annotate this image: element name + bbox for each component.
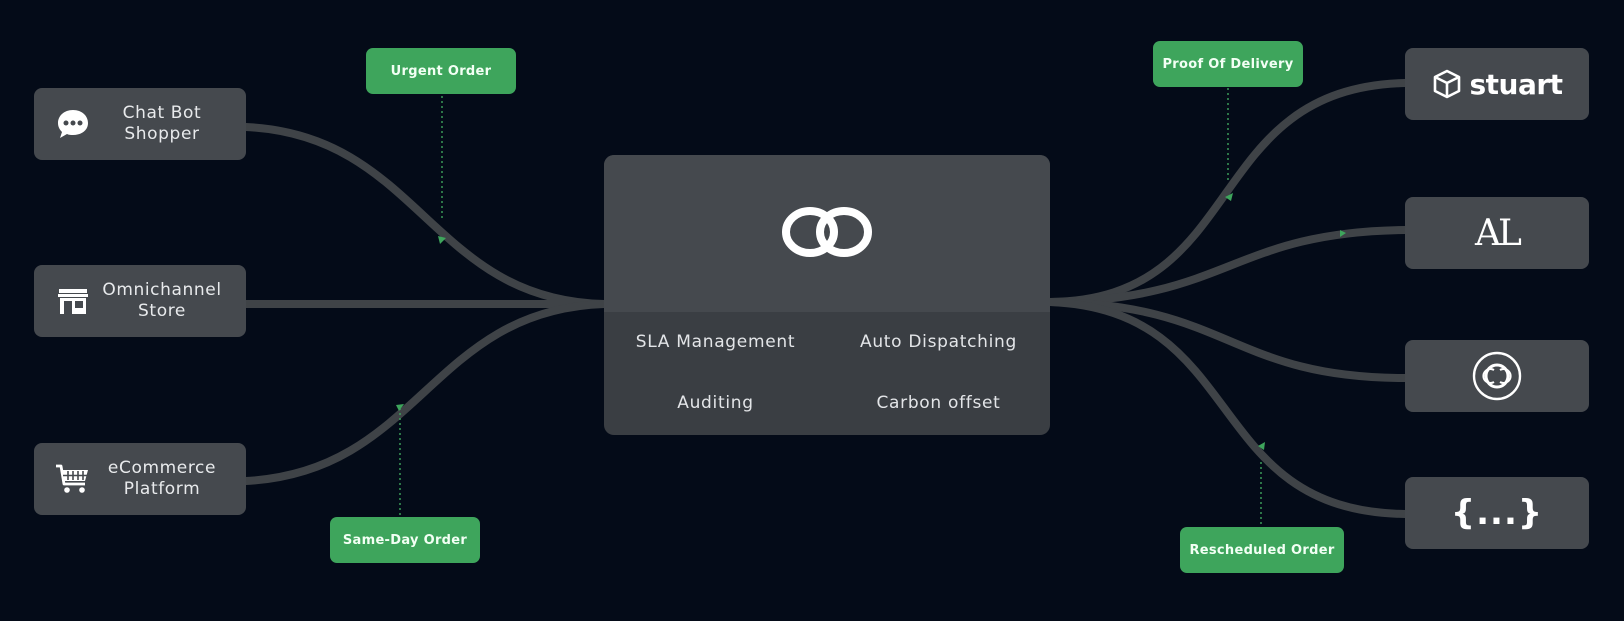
source-chat-bot-shopper[interactable]: Chat Bot Shopper bbox=[34, 88, 246, 160]
carrier-name: stuart bbox=[1469, 67, 1563, 101]
wire-chat-bot bbox=[242, 123, 608, 308]
shopping-cart-icon bbox=[54, 460, 92, 498]
interlocking-rings-logo-icon bbox=[781, 206, 873, 261]
tag-same-day-order[interactable]: Same-Day Order bbox=[330, 517, 480, 563]
source-label: Chat Bot Shopper bbox=[122, 103, 202, 144]
hub-card[interactable]: SLA Management Auto Dispatching Auditing… bbox=[604, 155, 1050, 435]
hub-header bbox=[604, 155, 1050, 312]
stuart-box-icon bbox=[1431, 68, 1469, 100]
arrow-same-day bbox=[396, 404, 404, 411]
arrow-al bbox=[1340, 230, 1346, 237]
source-omnichannel-store[interactable]: Omnichannel Store bbox=[34, 265, 246, 337]
source-label: Omnichannel Store bbox=[102, 280, 222, 321]
wire-braces bbox=[1046, 298, 1409, 518]
tag-urgent-order[interactable]: Urgent Order bbox=[366, 48, 516, 94]
source-ecommerce-platform[interactable]: eCommerce Platform bbox=[34, 443, 246, 515]
arrow-urgent bbox=[438, 236, 446, 244]
feature-sla-management: SLA Management bbox=[635, 332, 796, 352]
chat-bubble-icon bbox=[54, 105, 92, 143]
tag-rescheduled-order[interactable]: Rescheduled Order bbox=[1180, 527, 1344, 573]
wire-ecommerce bbox=[242, 300, 608, 485]
source-label: eCommerce Platform bbox=[107, 458, 217, 499]
braces-icon: {...} bbox=[1450, 493, 1544, 533]
carrier-al[interactable]: AL bbox=[1405, 197, 1589, 269]
storefront-icon bbox=[54, 282, 92, 320]
al-monogram-logo: AL bbox=[1475, 212, 1522, 254]
feature-carbon-offset: Carbon offset bbox=[876, 393, 1001, 413]
double-c-circle-logo bbox=[1471, 350, 1523, 402]
tag-proof-of-delivery[interactable]: Proof Of Delivery bbox=[1153, 41, 1303, 87]
carrier-stuart[interactable]: stuart bbox=[1405, 48, 1589, 120]
carrier-double-c[interactable] bbox=[1405, 340, 1589, 412]
wire-stuart bbox=[1046, 79, 1409, 306]
arrow-rescheduled bbox=[1258, 442, 1265, 450]
arrow-proof bbox=[1225, 193, 1233, 201]
carrier-braces[interactable]: {...} bbox=[1405, 477, 1589, 549]
feature-auditing: Auditing bbox=[677, 393, 754, 413]
feature-auto-dispatching: Auto Dispatching bbox=[859, 332, 1018, 352]
wire-double-c bbox=[1046, 298, 1409, 382]
